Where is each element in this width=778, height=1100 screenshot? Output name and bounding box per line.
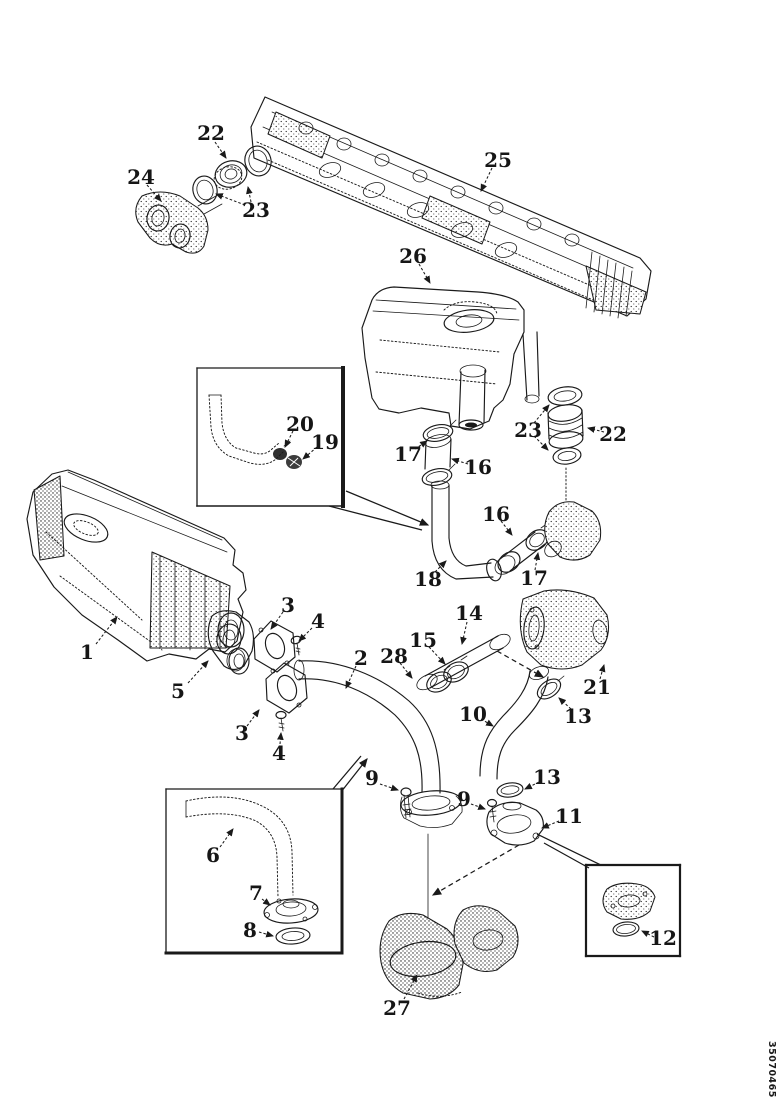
part-label-14: 14 <box>455 601 483 625</box>
part-label-11: 11 <box>555 804 583 828</box>
part-label-1: 1 <box>80 640 94 664</box>
part-label-3b: 3 <box>235 721 249 745</box>
part-label-4b: 4 <box>272 741 286 765</box>
part-label-9b: 9 <box>457 787 471 811</box>
part-label-3a: 3 <box>281 593 295 617</box>
part-label-18: 18 <box>414 567 442 591</box>
leader-line-4a <box>298 627 313 642</box>
inset-pointer-line <box>543 842 590 869</box>
leader-line-16b <box>500 520 513 536</box>
leader-line-9a <box>379 783 399 792</box>
inset-pointer-line <box>536 833 602 866</box>
part-label-7: 7 <box>249 881 263 905</box>
water-pipe-2-sketch <box>293 659 463 828</box>
part-label-22b: 22 <box>599 422 627 446</box>
inset-pointer-line <box>345 490 430 526</box>
leader-line-22a <box>214 141 227 159</box>
part-label-17b: 17 <box>520 566 548 590</box>
part-label-15: 15 <box>409 628 437 652</box>
part-label-5: 5 <box>171 679 185 703</box>
expansion-tank-sketch <box>361 286 540 431</box>
part-label-16b: 16 <box>482 502 510 526</box>
part-label-28: 28 <box>380 644 408 668</box>
leader-line-26 <box>418 263 431 284</box>
leader-line-19 <box>302 446 318 460</box>
leader-line-23b <box>533 435 549 451</box>
leader-line-11 <box>541 820 560 829</box>
cylinder-head-sketch <box>250 96 652 319</box>
part-label-23b: 23 <box>514 418 542 442</box>
leader-line-23a <box>215 193 246 206</box>
seal-stack-right <box>547 386 584 465</box>
part-label-25: 25 <box>484 148 512 172</box>
part-label-20: 20 <box>286 412 314 436</box>
leader-line-9b <box>470 803 486 810</box>
part-label-8: 8 <box>243 918 257 942</box>
leader-line-4b <box>277 731 284 745</box>
leader-line-1 <box>95 616 118 645</box>
water-pump-27 <box>379 905 519 1000</box>
tank-outlet-tube-and-clamps <box>421 419 457 542</box>
part-label-23a: 23 <box>242 198 270 222</box>
part-label-2: 2 <box>354 646 368 670</box>
leader-line-5 <box>187 660 209 684</box>
leader-line-20 <box>284 430 294 448</box>
part-label-12: 12 <box>649 926 677 950</box>
thermostat-seal-stack-top <box>192 145 272 205</box>
callout-pointers-layer <box>328 490 602 896</box>
leader-line-12 <box>641 930 655 938</box>
leader-line-23b <box>533 404 550 424</box>
leader-line-2 <box>345 665 357 689</box>
inset-oring-flange-content <box>602 882 656 937</box>
inset-pointer-line <box>332 755 362 790</box>
leader-line-23a <box>246 185 253 203</box>
inset-pointer-line <box>340 758 368 793</box>
leader-line-7 <box>261 898 271 906</box>
part-label-13b: 13 <box>533 765 561 789</box>
thermostat-housing-21 <box>519 589 610 670</box>
inset-pointer-line <box>328 505 423 531</box>
hose-16b-and-clamps-17b <box>494 465 602 575</box>
leader-line-10 <box>480 718 494 727</box>
part-label-21: 21 <box>583 675 611 699</box>
leader-line-28 <box>399 662 413 679</box>
part-label-10: 10 <box>459 702 487 726</box>
gear-case-sketch <box>26 469 250 675</box>
part-label-4a: 4 <box>311 609 325 633</box>
part-label-22a: 22 <box>197 121 225 145</box>
part-label-6: 6 <box>206 843 220 867</box>
inset-boxes-layer <box>164 366 682 958</box>
part-label-27: 27 <box>383 996 411 1020</box>
leader-line-17b <box>533 551 541 571</box>
bypass-tube-14-clamps <box>416 633 511 693</box>
leader-line-3a <box>270 611 284 630</box>
leader-line-15 <box>428 646 446 665</box>
leader-line-16a <box>450 457 469 465</box>
leader-line-8 <box>258 930 275 938</box>
leader-line-24 <box>146 184 162 202</box>
leader-line-21 <box>598 663 606 680</box>
figure-number: 35070465 <box>766 1041 777 1098</box>
part-label-24: 24 <box>127 165 155 189</box>
leader-line-6 <box>219 828 234 848</box>
part-label-9a: 9 <box>365 766 379 790</box>
inset-hose-flange-content <box>185 796 319 945</box>
thermostat-cover-sketch <box>135 191 223 254</box>
part-label-17a: 17 <box>394 442 422 466</box>
part-label-19: 19 <box>311 430 339 454</box>
leader-line-17a <box>414 440 428 450</box>
leader-line-18 <box>434 560 447 573</box>
leader-line-3b <box>246 709 260 727</box>
adapter-gaskets-bolts <box>207 610 308 732</box>
part-label-26: 26 <box>399 244 427 268</box>
assembly-direction-arrow <box>496 650 545 678</box>
part-label-16a: 16 <box>464 455 492 479</box>
leader-line-14 <box>460 621 468 646</box>
inset-bypass-tube-content <box>208 394 302 469</box>
part-label-13a: 13 <box>564 704 592 728</box>
